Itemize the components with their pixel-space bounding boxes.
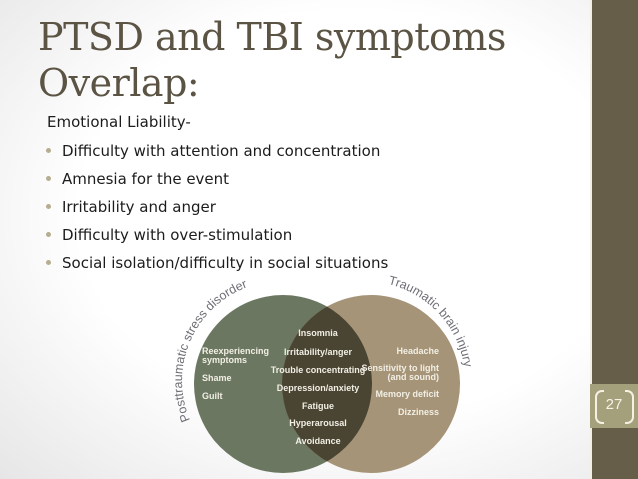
bullet-icon <box>46 148 51 153</box>
venn-diagram: Posttraumatic stress disorder Traumatic … <box>171 273 475 473</box>
overlap-item: Hyperarousal <box>289 418 347 428</box>
overlap-item: Trouble concentrating <box>271 365 366 375</box>
overlap-item: Insomnia <box>298 328 339 338</box>
title-line-2: Overlap: <box>38 61 200 105</box>
overlap-lens <box>282 295 372 473</box>
bullet-item: Social isolation/difficulty in social si… <box>44 252 388 280</box>
bullet-text: Difficulty with attention and concentrat… <box>62 142 381 160</box>
tbi-item: Dizziness <box>398 407 439 417</box>
bullet-text: Irritability and anger <box>62 198 216 216</box>
ptsd-only-list: Reexperiencing symptoms Shame Guilt <box>202 346 269 401</box>
tbi-item: Sensitivity to light <box>361 363 439 373</box>
bullet-text: Social isolation/difficulty in social si… <box>62 254 389 272</box>
bullet-icon <box>46 260 51 265</box>
page-number: 27 <box>605 396 623 413</box>
overlap-item: Depression/anxiety <box>277 383 360 393</box>
bracket-right-icon <box>625 390 634 424</box>
ptsd-item: symptoms <box>202 355 247 365</box>
bullet-item: Difficulty with over-stimulation <box>44 224 388 252</box>
bullet-text: Amnesia for the event <box>62 170 230 188</box>
subtitle: Emotional Liability- <box>47 113 191 131</box>
tbi-item: Memory deficit <box>375 389 439 399</box>
ptsd-item: Reexperiencing <box>202 346 269 356</box>
bullet-icon <box>46 176 51 181</box>
bullet-item: Difficulty with attention and concentrat… <box>44 140 388 168</box>
slide: PTSD and TBI symptoms Overlap: Emotional… <box>0 0 590 479</box>
tbi-item: Headache <box>396 346 439 356</box>
bullet-icon <box>46 232 51 237</box>
tbi-only-list: Headache Sensitivity to light (and sound… <box>361 346 439 417</box>
bullet-text: Difficulty with over-stimulation <box>62 226 293 244</box>
bullet-item: Irritability and anger <box>44 196 388 224</box>
overlap-item: Avoidance <box>295 436 340 446</box>
bullet-list: Difficulty with attention and concentrat… <box>44 140 388 280</box>
overlap-list: Insomnia Irritability/anger Trouble conc… <box>271 328 366 446</box>
overlap-item: Fatigue <box>302 401 334 411</box>
slide-title: PTSD and TBI symptoms Overlap: <box>38 14 558 106</box>
ptsd-item: Guilt <box>202 391 223 401</box>
tbi-item: (and sound) <box>388 372 440 382</box>
ptsd-item: Shame <box>202 373 232 383</box>
bullet-icon <box>46 204 51 209</box>
title-line-1: PTSD and TBI symptoms <box>38 15 506 59</box>
page-number-badge: 27 <box>590 384 638 428</box>
bracket-left-icon <box>595 390 604 424</box>
bullet-item: Amnesia for the event <box>44 168 388 196</box>
overlap-item: Irritability/anger <box>284 347 353 357</box>
